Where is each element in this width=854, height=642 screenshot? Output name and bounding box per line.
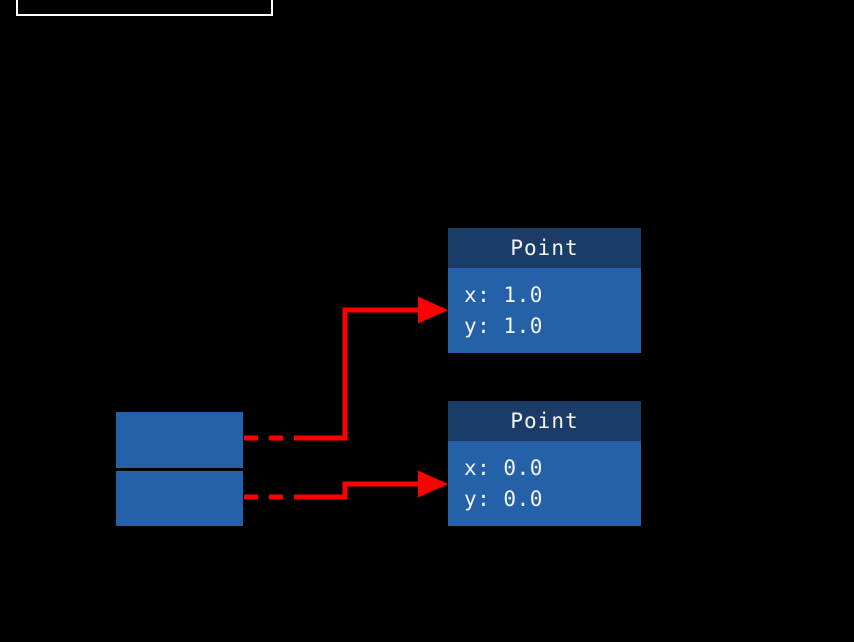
point-object-2-type-label: Point <box>448 401 641 441</box>
container-slot-0[interactable] <box>116 412 243 468</box>
point-object-1-field-y: y: 1.0 <box>464 314 543 338</box>
reference-arrow-slot0-solid <box>298 296 449 441</box>
reference-arrow-slot1 <box>244 470 449 500</box>
container-slot-1[interactable] <box>116 471 243 526</box>
point-object-1-fields: x: 1.0 y: 1.0 <box>448 268 641 353</box>
point-object-2[interactable]: Point x: 0.0 y: 0.0 <box>448 401 641 526</box>
point-object-1[interactable]: Point x: 1.0 y: 1.0 <box>448 228 641 353</box>
point-object-2-fields: x: 0.0 y: 0.0 <box>448 441 641 526</box>
point-object-1-field-x: x: 1.0 <box>464 283 543 307</box>
reference-arrow-slot0 <box>244 296 449 441</box>
point-object-2-field-x: x: 0.0 <box>464 456 543 480</box>
reference-arrow-slot1-solid <box>298 470 449 500</box>
point-object-2-field-y: y: 0.0 <box>464 487 543 511</box>
point-object-1-type-label: Point <box>448 228 641 268</box>
container-slot-divider <box>116 468 243 471</box>
top-cutoff-box <box>16 0 273 16</box>
